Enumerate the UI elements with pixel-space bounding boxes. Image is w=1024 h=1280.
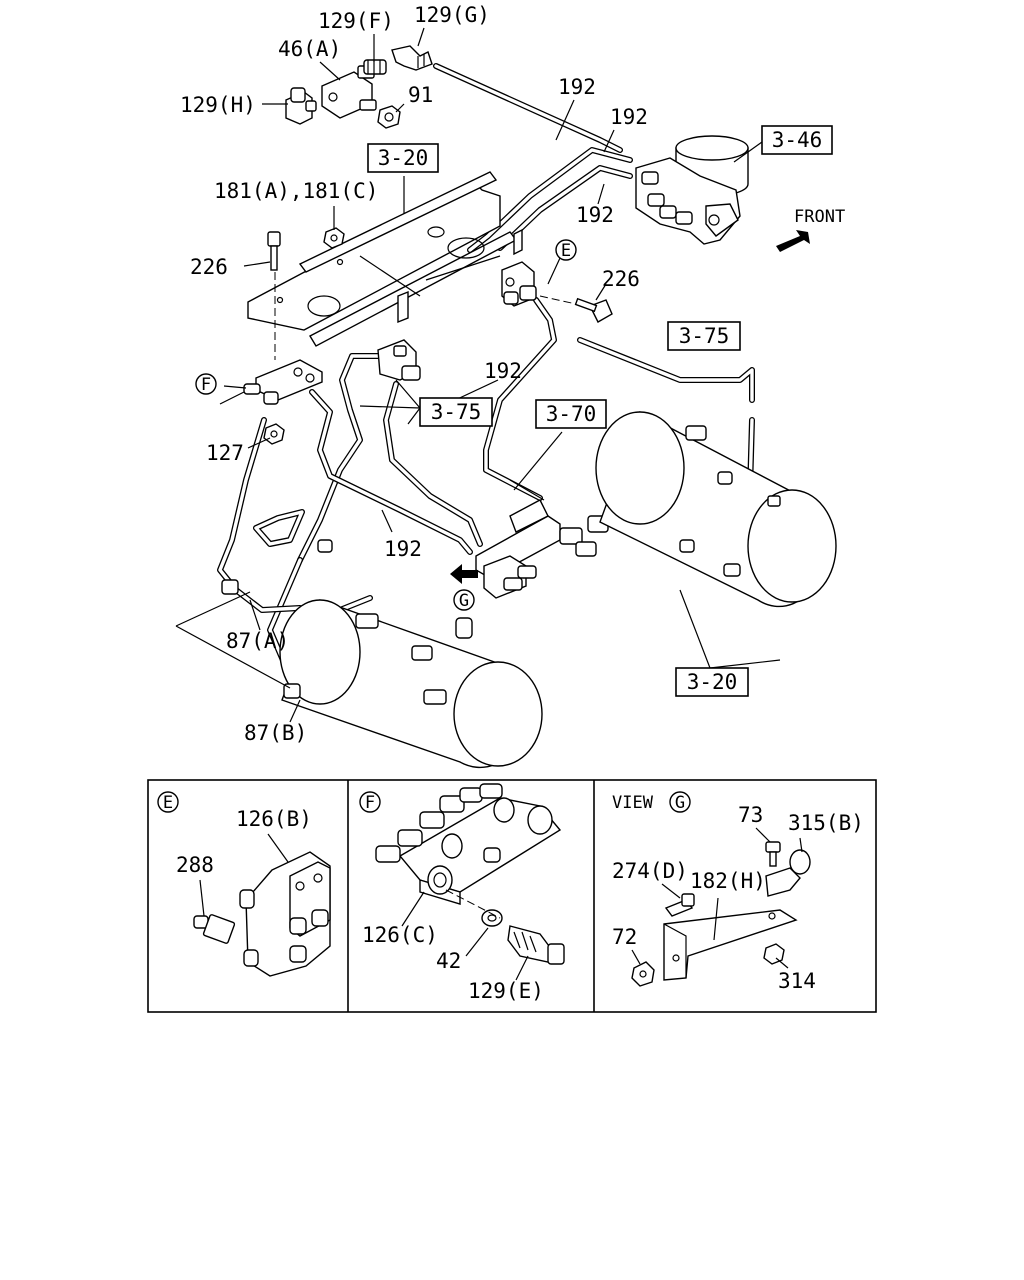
connector-129f [363,59,387,75]
label-129e: 129(E) [468,979,544,1003]
marker-e: E [555,239,577,261]
label-87a: 87(A) [226,629,289,653]
crossmember-frame [247,171,523,347]
nut-181 [323,227,345,249]
inset-g-view-label: VIEW [612,793,654,813]
label-192-c: 192 [576,203,614,227]
inset-e: E 126(B) 288 [157,791,331,977]
svg-text:3-75: 3-75 [431,400,482,424]
svg-text:3-20: 3-20 [378,146,429,170]
ref-box-3-20-top: 3-20 [367,143,439,173]
air-tank-right [595,411,837,608]
air-tank-left [279,599,543,769]
ref-box-3-75-left: 3-75 [419,397,493,427]
inset-panels [147,779,877,1013]
label-226-left: 226 [190,255,228,279]
inset-g: VIEW G 73 315(B) 274(D) 182(H) 72 314 [612,791,864,993]
svg-text:3-20: 3-20 [687,670,738,694]
label-182h: 182(H) [690,869,766,893]
marker-f: F [195,373,217,395]
label-126c: 126(C) [362,923,438,947]
svg-text:E: E [561,241,571,261]
valve-3-75 [377,339,421,381]
mounting-bracket-3-70 [475,479,609,599]
label-129h: 129(H) [180,93,256,117]
label-181: 181(A),181(C) [214,179,378,203]
marker-g: G [453,589,475,611]
leader-lines [175,27,781,723]
inset-e-marker: E [163,793,173,813]
label-314: 314 [778,969,816,993]
valve-block-e [501,261,537,307]
nut-91 [377,105,401,129]
label-91: 91 [408,83,433,107]
label-front: FRONT [794,207,845,227]
nut-127 [263,423,285,445]
inset-f-marker: F [365,793,375,813]
label-129g: 129(G) [414,3,490,27]
elbow-129g [391,45,433,71]
label-315b: 315(B) [788,811,864,835]
manifold-f [243,359,323,405]
label-192-b: 192 [610,105,648,129]
bolt-226-right [539,295,613,323]
label-274d: 274(D) [612,859,688,883]
label-46a: 46(A) [278,37,341,61]
view-g-arrow [450,564,478,584]
label-87b: 87(B) [244,721,307,745]
ref-box-3-20-bottom: 3-20 [675,667,749,697]
inset-f: F 126(C) 42 129(E) [359,783,565,1003]
label-72: 72 [612,925,637,949]
ref-box-3-75-right: 3-75 [667,321,741,351]
label-192-e: 192 [384,537,422,561]
front-arrow [776,230,810,252]
block-46a [321,65,377,119]
svg-text:F: F [201,375,211,395]
svg-text:3-75: 3-75 [679,324,730,348]
label-126b: 126(B) [236,807,312,831]
label-192-a: 192 [558,75,596,99]
label-42: 42 [436,949,461,973]
label-226-right: 226 [602,267,640,291]
ref-box-3-70: 3-70 [535,399,607,429]
inset-g-marker: G [675,793,685,813]
main-labels: 129(F) 129(G) 46(A) 129(H) 91 192 192 19… [180,3,845,745]
svg-text:G: G [459,591,469,611]
svg-text:3-70: 3-70 [546,402,597,426]
bolt-226-left [267,231,281,360]
label-127: 127 [206,441,244,465]
svg-text:3-46: 3-46 [772,128,823,152]
air-dryer [635,135,749,245]
label-129f: 129(F) [318,9,394,33]
tee-fitting-129h [285,87,317,125]
ref-box-3-46: 3-46 [761,125,833,155]
label-73: 73 [738,803,763,827]
label-288: 288 [176,853,214,877]
label-192-d: 192 [484,359,522,383]
